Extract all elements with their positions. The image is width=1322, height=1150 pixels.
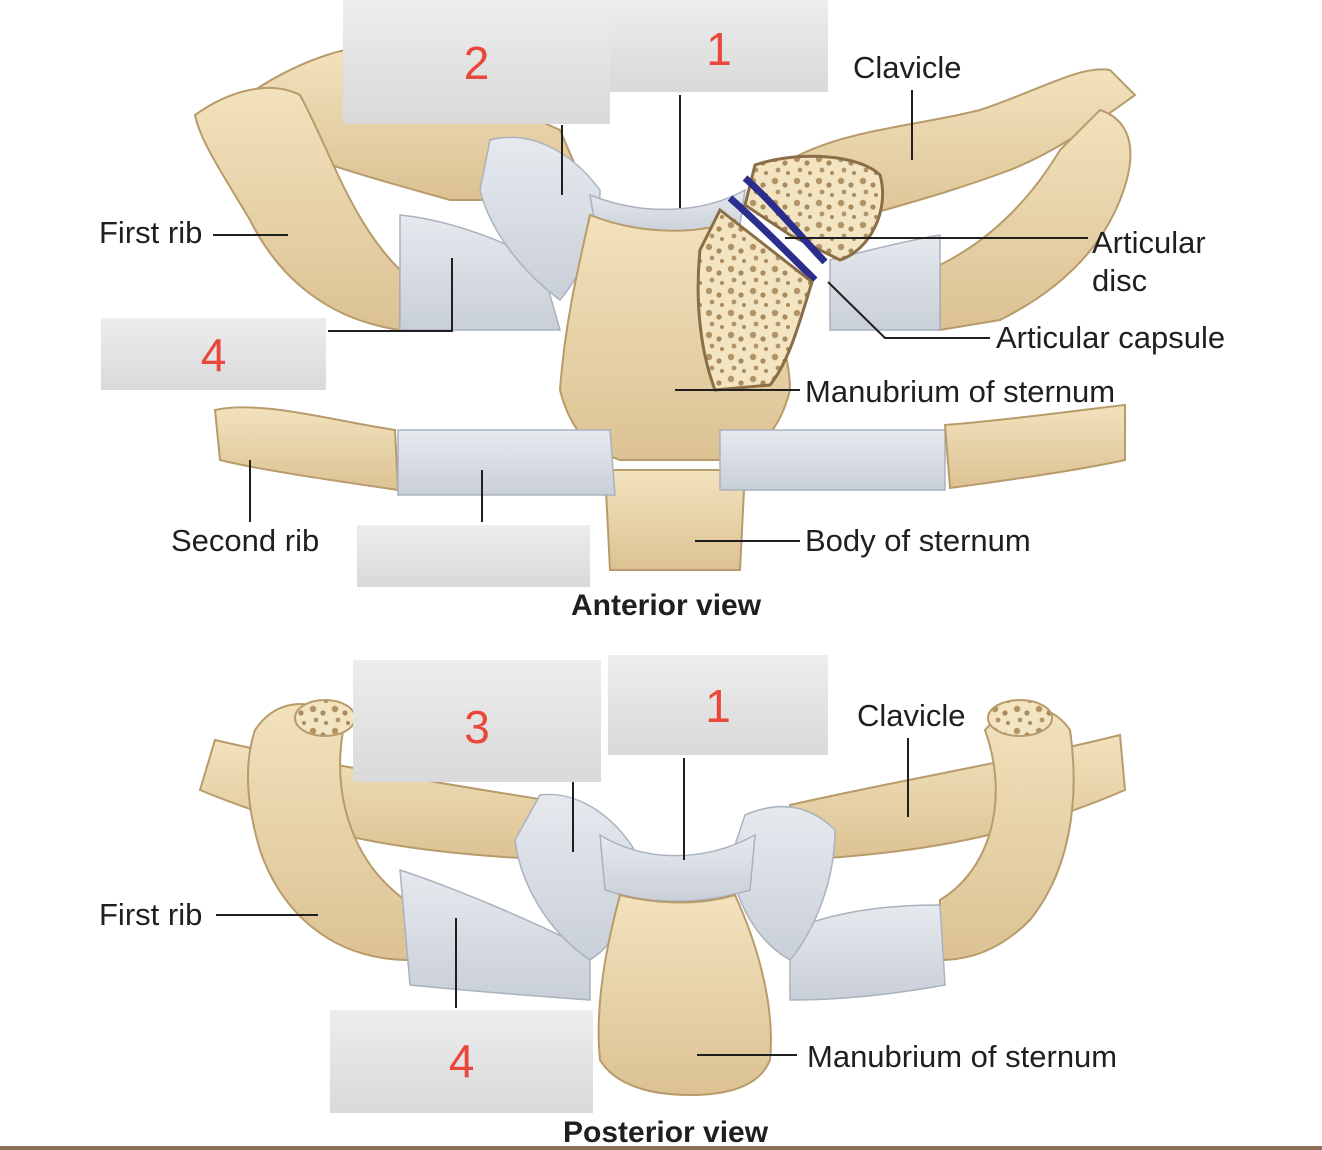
post-manubrium-shape: [597, 893, 772, 1097]
post-right-clavicle-shape: [788, 733, 1127, 862]
post-left-costal-ligament-shape: [399, 868, 591, 1001]
label-second-rib: Second rib: [171, 523, 320, 558]
answer-number-top-4: 4: [200, 329, 227, 381]
label-anterior-view: Anterior view: [571, 589, 762, 622]
answer-box-top-2[interactable]: 2: [343, 0, 610, 124]
right-first-rib-shape: [939, 108, 1132, 332]
anterior-view-drawing: [193, 46, 1137, 571]
label-body-of-sternum: Body of sternum: [805, 523, 1031, 558]
label-top-clavicle: Clavicle: [853, 50, 962, 85]
post-left-rib-section-shape: [294, 699, 356, 737]
answer-box-bottom-1[interactable]: 1: [608, 655, 828, 755]
label-top-manubrium: Manubrium of sternum: [805, 374, 1116, 409]
post-right-first-rib-shape: [939, 706, 1075, 962]
label-bottom-manubrium: Manubrium of sternum: [807, 1039, 1118, 1074]
label-top-first-rib: First rib: [99, 215, 203, 250]
articular-disc-shape: [742, 175, 828, 265]
answer-box-bottom-4[interactable]: 4: [330, 1010, 593, 1113]
leader-top-4: [328, 258, 453, 332]
sternum-body-shape: [603, 469, 747, 571]
posterior-view-drawing: [198, 699, 1127, 1097]
label-articular-capsule: Articular capsule: [996, 320, 1226, 355]
right-costal-ligament-shape: [829, 234, 941, 331]
answer-box-top-unlabeled[interactable]: [357, 525, 590, 587]
answer-box-top-4[interactable]: 4: [101, 318, 326, 390]
label-articular-disc: Articular disc: [1092, 225, 1206, 298]
bottom-edge-strip: [0, 1146, 1322, 1150]
answer-number-top-2: 2: [463, 37, 490, 89]
post-right-rib-section-shape: [987, 699, 1053, 737]
left-second-rib-shape: [213, 406, 400, 492]
articular-disc-shape-2: [727, 195, 818, 283]
leader-lines: [213, 90, 1088, 1056]
left-second-cartilage-shape: [397, 429, 616, 496]
answer-number-bottom-3: 3: [464, 701, 490, 753]
answer-number-bottom-1: 1: [705, 680, 731, 732]
right-second-rib-shape: [943, 403, 1126, 490]
right-second-cartilage-shape: [719, 429, 946, 491]
answer-box-bottom-3[interactable]: 3: [353, 660, 601, 782]
post-right-costal-ligament-shape: [789, 904, 946, 1001]
sectioned-clavicle-shape: [743, 154, 885, 262]
answer-box-top-1[interactable]: 1: [610, 0, 828, 92]
label-bottom-first-rib: First rib: [99, 897, 203, 932]
leader-articular-capsule: [827, 281, 990, 339]
post-right-sc-ligament-shape: [729, 805, 836, 961]
label-posterior-view: Posterior view: [563, 1116, 769, 1149]
answer-number-bottom-4: 4: [448, 1035, 475, 1087]
answer-number-top-1: 1: [706, 23, 732, 75]
label-bottom-clavicle: Clavicle: [857, 698, 966, 733]
